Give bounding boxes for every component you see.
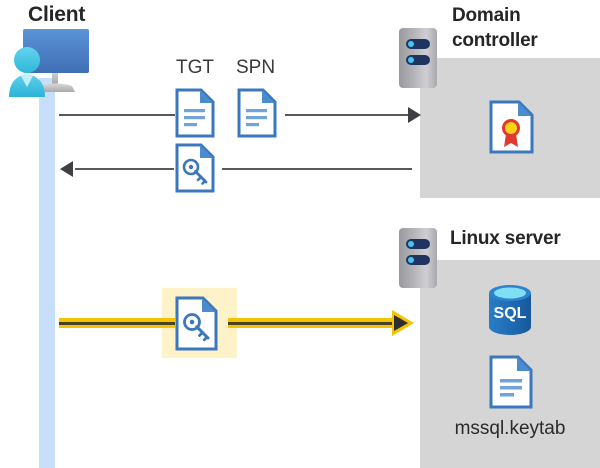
certificate-document-icon xyxy=(489,100,534,154)
domain-controller-server-icon xyxy=(399,28,437,88)
domain-controller-title: Domain controller xyxy=(452,5,538,51)
spn-document-icon xyxy=(237,88,277,138)
client-title: Client xyxy=(28,3,86,26)
spn-label: SPN xyxy=(236,57,276,78)
keytab-document-icon xyxy=(489,355,533,409)
tgt-label: TGT xyxy=(176,57,214,78)
keytab-file-label: mssql.keytab xyxy=(454,418,566,439)
client-computer-user-icon xyxy=(4,24,100,98)
client-lifeline xyxy=(39,78,55,468)
sql-database-icon: SQL xyxy=(482,282,538,338)
keytab-key-document-icon xyxy=(175,296,219,351)
linux-server-title: Linux server xyxy=(450,228,561,249)
service-ticket-key-document-icon xyxy=(175,143,215,193)
svg-text:SQL: SQL xyxy=(494,305,527,322)
tgt-document-icon xyxy=(175,88,215,138)
linux-server-server-icon xyxy=(399,228,437,288)
